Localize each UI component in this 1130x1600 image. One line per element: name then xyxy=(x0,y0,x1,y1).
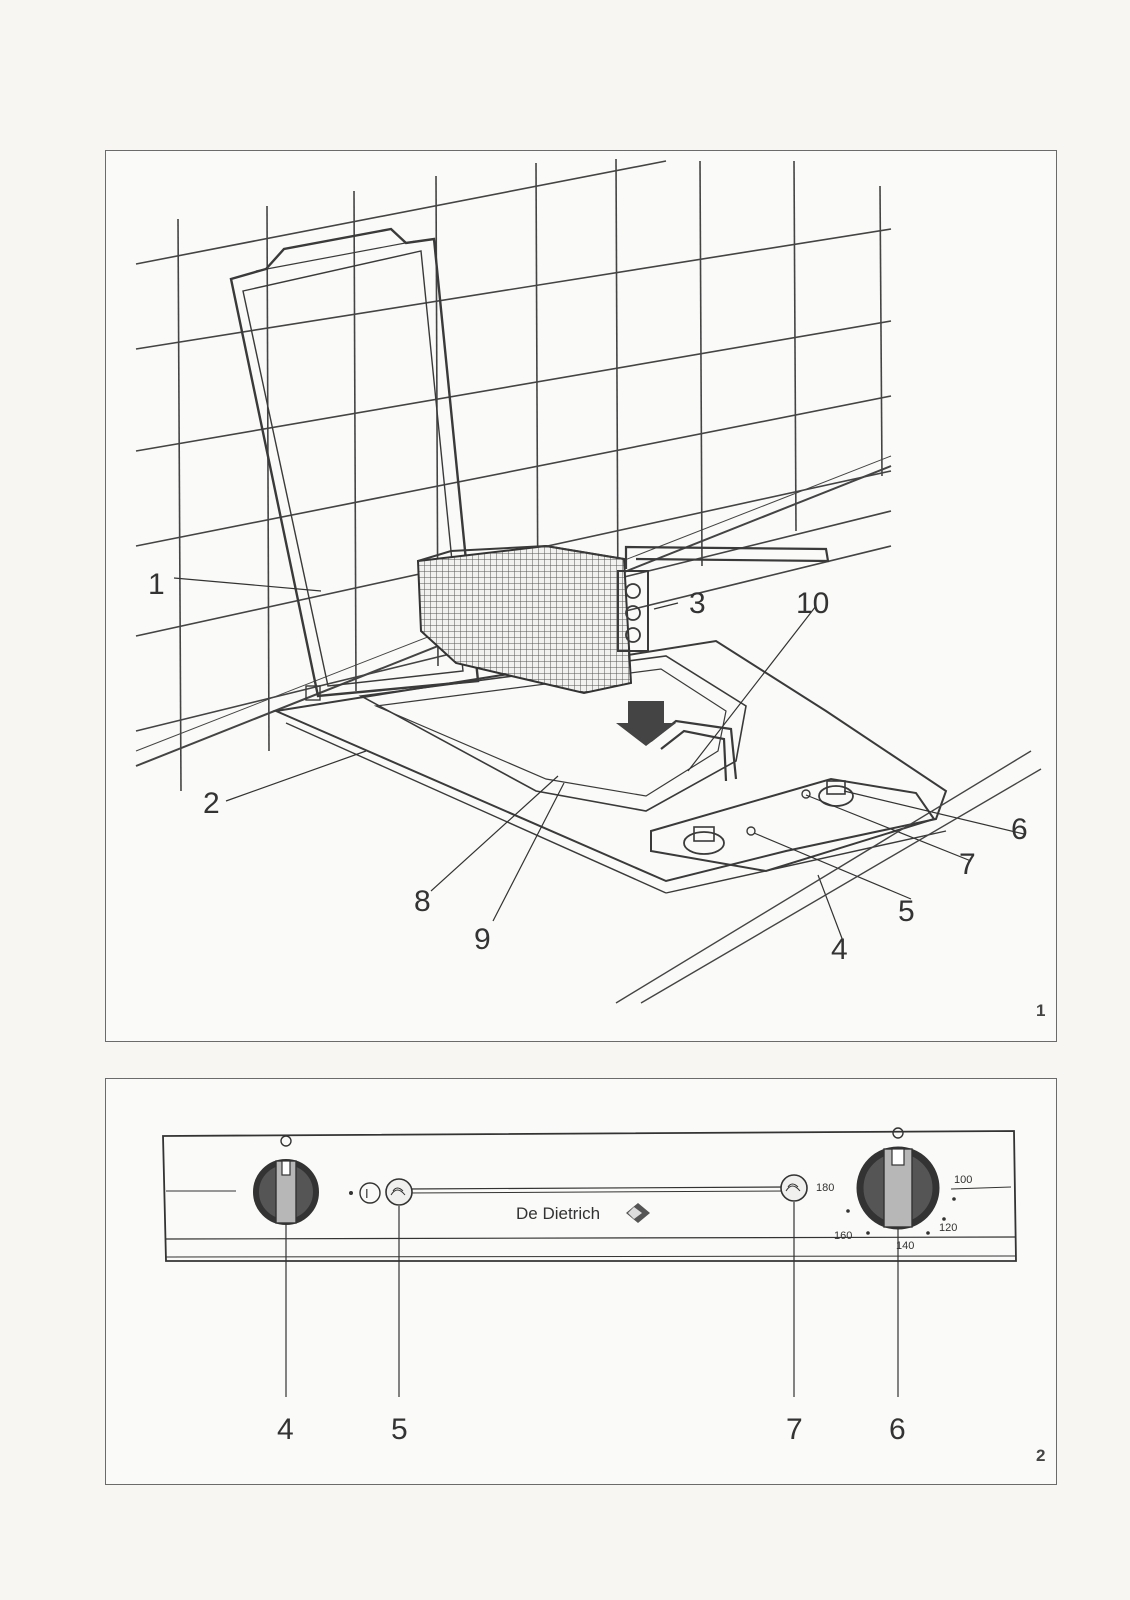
callout-6-panel: 6 xyxy=(889,1413,906,1446)
callout-3: 3 xyxy=(689,587,706,620)
control-panel-drawing: 0 I De Dietrich 0 xyxy=(162,1127,1045,1465)
callout-7-panel: 7 xyxy=(786,1413,803,1446)
scale-160: 160 xyxy=(834,1230,852,1242)
scale-140: 140 xyxy=(896,1240,914,1252)
switch-dot xyxy=(349,1191,353,1195)
callout-leaders-2 xyxy=(285,1202,899,1397)
brand-logo-icon xyxy=(626,1203,650,1223)
callout-6: 6 xyxy=(1011,813,1028,846)
fryer-drawing: 1 2 3 4 5 6 7 8 9 10 1 xyxy=(135,158,1045,1020)
callout-8: 8 xyxy=(414,885,431,918)
figure-2-control-panel: 0 I De Dietrich 0 xyxy=(105,1078,1057,1485)
frying-basket xyxy=(416,544,830,695)
figure-number-2: 2 xyxy=(1036,1446,1045,1465)
left-knob: 0 xyxy=(253,1135,319,1225)
right-indicator-lamp xyxy=(780,1174,808,1202)
left-indicator-lamp xyxy=(385,1178,413,1206)
callout-2: 2 xyxy=(203,787,220,820)
wall-tiles xyxy=(135,158,892,792)
lid xyxy=(229,227,480,701)
thermostat-knob: 0 xyxy=(846,1127,956,1235)
figure-number: 1 xyxy=(1036,1001,1045,1020)
scale-180: 180 xyxy=(816,1182,834,1194)
callout-leaders xyxy=(173,577,1025,942)
callout-5: 5 xyxy=(898,895,915,928)
brand-name: De Dietrich xyxy=(516,1204,600,1223)
scale-100: 100 xyxy=(954,1174,972,1186)
callout-10: 10 xyxy=(796,587,829,620)
callout-4: 4 xyxy=(831,933,848,966)
control-box xyxy=(650,777,936,873)
callout-9: 9 xyxy=(474,923,491,956)
callout-5-panel: 5 xyxy=(391,1413,408,1446)
on-off-symbol xyxy=(359,1182,381,1204)
panel-frame xyxy=(162,1130,1017,1262)
on-off-symbol-label: I xyxy=(365,1186,369,1201)
callout-4-panel: 4 xyxy=(277,1413,294,1446)
callout-7: 7 xyxy=(959,848,976,881)
scale-120: 120 xyxy=(939,1222,957,1234)
insert-arrow xyxy=(616,701,676,746)
callout-1: 1 xyxy=(148,568,165,601)
counter-front-edge xyxy=(615,750,1042,1004)
figure-1-fryer-illustration: 1 2 3 4 5 6 7 8 9 10 1 xyxy=(105,150,1057,1042)
